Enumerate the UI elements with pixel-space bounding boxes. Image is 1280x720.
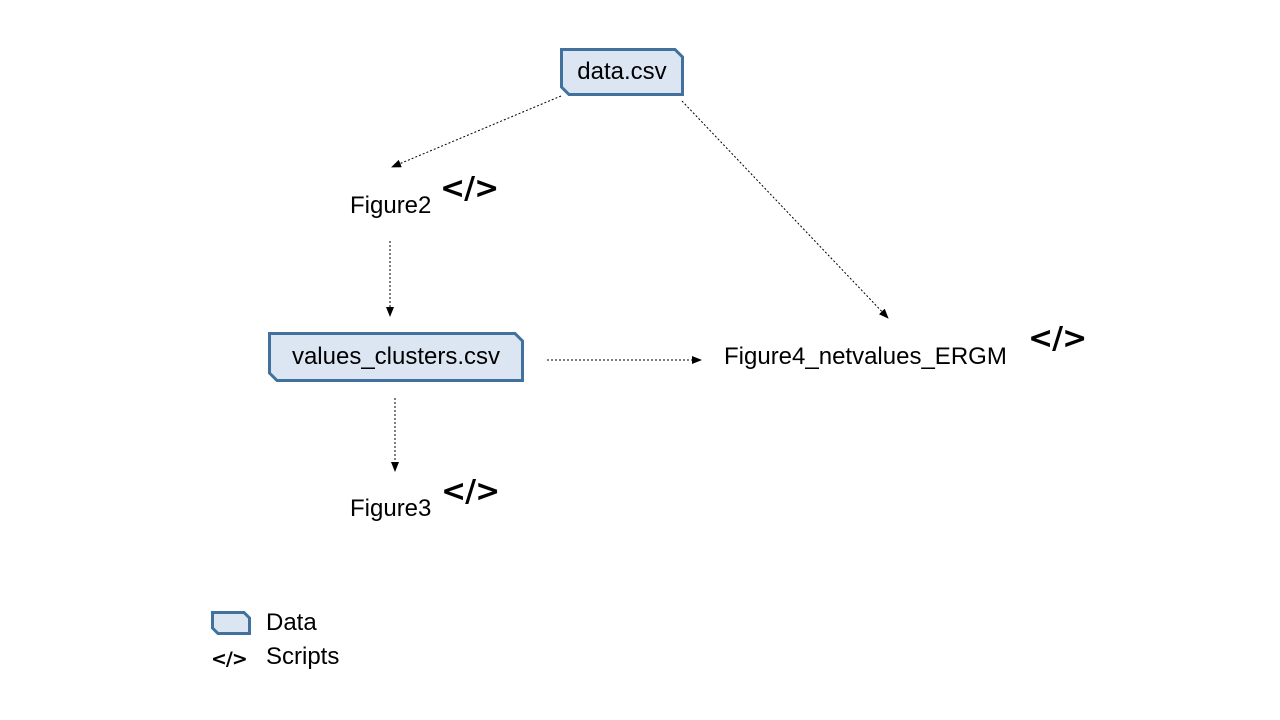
edge-data-to-figure2 xyxy=(391,95,562,168)
data-shape xyxy=(268,332,524,382)
script-node-label: Figure3 xyxy=(350,495,432,522)
script-node-label: Figure2 xyxy=(350,192,432,219)
script-node-label: Figure4_netvalues_ERGM xyxy=(724,343,1007,370)
script-icon: </> xyxy=(441,474,500,509)
legend-data-label: Data xyxy=(266,609,317,636)
edge-data-to-figure4 xyxy=(681,100,889,319)
legend-scripts-icon: </> xyxy=(211,648,248,670)
data-shape xyxy=(560,48,684,96)
legend-scripts-label: Scripts xyxy=(266,643,340,670)
script-icon: </> xyxy=(440,171,499,206)
script-icon: </> xyxy=(1028,321,1087,356)
script-node-figure3[interactable]: Figure3 xyxy=(350,495,431,523)
data-node-label: values_clusters.csv xyxy=(291,343,501,370)
legend-data-swatch xyxy=(211,611,251,635)
script-node-figure4-netvalues-ergm[interactable]: Figure4_netvalues_ERGM xyxy=(724,343,1007,371)
data-node-label: data.csv xyxy=(577,58,667,85)
data-node-values-clusters-csv[interactable]: values_clusters.csv xyxy=(268,332,524,382)
data-node-data-csv[interactable]: data.csv xyxy=(560,48,684,96)
script-node-figure2[interactable]: Figure2 xyxy=(350,192,431,220)
